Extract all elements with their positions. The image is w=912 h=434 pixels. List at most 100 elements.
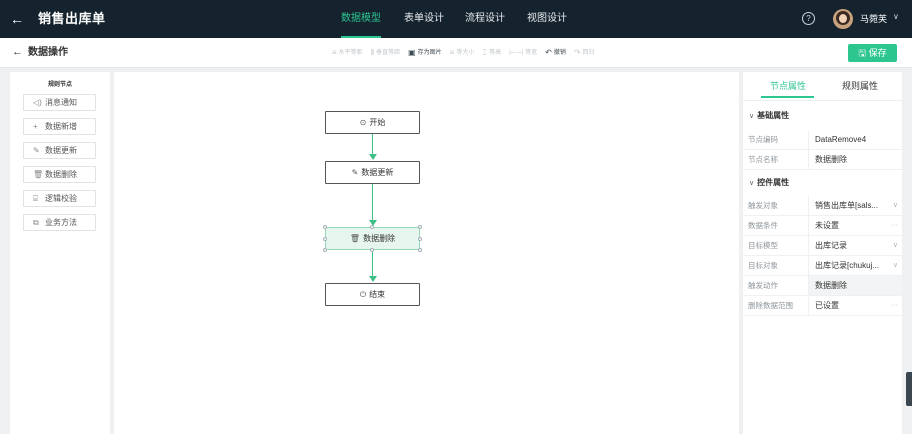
property-label: 目标模型 — [748, 241, 778, 250]
palette-item-message[interactable]: ◁)消息通知 — [23, 94, 96, 111]
toolbar-same-height[interactable]: ⌶等高 — [482, 48, 502, 57]
tab-rule-properties[interactable]: 规则属性 — [842, 81, 879, 91]
image-icon: ▣ — [408, 48, 416, 57]
toolbar-same-size[interactable]: ≡等大小 — [449, 48, 475, 57]
trigger-action-readonly: 数据删除 — [808, 276, 902, 295]
speaker-icon: ◁) — [33, 98, 42, 107]
arrow-down-icon — [369, 220, 377, 226]
resize-handle[interactable] — [418, 248, 422, 252]
property-row-node-code: 节点编码 DataRemove4 — [743, 130, 902, 150]
tab-node-properties[interactable]: 节点属性 — [770, 81, 807, 91]
chevron-down-icon[interactable]: ∨ — [892, 202, 898, 209]
resize-handle[interactable] — [418, 237, 422, 241]
more-icon[interactable]: ··· — [891, 222, 898, 229]
property-label: 节点编码 — [748, 135, 778, 144]
flow-node-start[interactable]: ⊙开始 — [325, 111, 420, 134]
back-arrow-icon[interactable]: ← — [12, 46, 23, 58]
toolbar-save-image[interactable]: ▣存为图片 — [408, 48, 442, 57]
property-label: 触发对象 — [748, 201, 778, 210]
user-name[interactable]: 马菀芙 — [860, 14, 888, 24]
property-row-data-condition: 数据条件 未设置 ··· — [743, 216, 902, 236]
tab-view-design[interactable]: 视图设计 — [527, 13, 567, 24]
user-avatar[interactable] — [833, 9, 853, 29]
arrow-down-icon — [369, 154, 377, 160]
resize-handle[interactable] — [370, 248, 374, 252]
toolbar-redo[interactable]: ↷回归 — [573, 48, 595, 57]
chevron-down-icon: ∨ — [749, 180, 755, 187]
section-control-properties[interactable]: ∨控件属性 — [749, 178, 790, 187]
arrow-down-icon — [369, 276, 377, 282]
side-drawer-handle[interactable] — [906, 372, 912, 406]
property-row-target-object: 目标对象 出库记录[chukuj... ∨ — [743, 256, 902, 276]
palette-item-logic-check[interactable]: ⌸逻辑校验 — [23, 190, 96, 207]
method-icon: ⧉ — [33, 218, 39, 227]
app-title: 销售出库单 — [38, 11, 106, 26]
flow-node-data-delete[interactable]: 🗑数据删除 — [325, 227, 420, 250]
chevron-down-icon[interactable]: ∨ — [892, 262, 898, 269]
tab-data-model[interactable]: 数据模型 — [341, 13, 381, 38]
divider — [743, 100, 902, 101]
node-code-field[interactable]: DataRemove4 — [808, 130, 902, 149]
property-row-node-name: 节点名称 数据删除 — [743, 150, 902, 170]
play-circle-icon: ⊙ — [359, 118, 367, 127]
trigger-object-select[interactable]: 销售出库单[sals... — [808, 196, 902, 215]
checklist-icon: ⌸ — [33, 194, 38, 203]
resize-handle[interactable] — [323, 237, 327, 241]
same-height-icon: ⌶ — [482, 48, 488, 57]
data-condition-field[interactable]: 未设置 — [808, 216, 902, 235]
flow-edge — [372, 252, 373, 277]
toolbar-horizontal-distribute[interactable]: ≡水平等距 — [332, 48, 363, 57]
resize-handle[interactable] — [323, 225, 327, 229]
plus-icon: + — [33, 122, 38, 131]
delete-scope-field[interactable]: 已设置 — [808, 296, 902, 315]
edit-icon: ✎ — [33, 146, 40, 155]
save-icon: 🖫 — [858, 48, 867, 58]
flow-canvas[interactable]: ⊙开始 ✎数据更新 🗑数据删除 ⏻结束 — [114, 72, 739, 434]
property-row-target-model: 目标模型 出库记录 ∨ — [743, 236, 902, 256]
palette-item-data-update[interactable]: ✎数据更新 — [23, 142, 96, 159]
redo-icon: ↷ — [573, 48, 581, 57]
property-label: 目标对象 — [748, 261, 778, 270]
page-title: 数据操作 — [28, 47, 68, 58]
property-label: 数据条件 — [748, 221, 778, 230]
align-horizontal-icon: ≡ — [332, 48, 337, 57]
flow-node-end[interactable]: ⏻结束 — [325, 283, 420, 306]
property-row-trigger-action: 触发动作 数据删除 — [743, 276, 902, 296]
save-button-label: 保存 — [868, 48, 887, 58]
resize-handle[interactable] — [370, 225, 374, 229]
sub-header-bar: ← 数据操作 ≡水平等距 ⫴垂直等距 ▣存为图片 ≡等大小 ⌶等高 ⊢⊣等宽 ↶… — [0, 38, 912, 68]
flow-edge — [372, 134, 373, 154]
help-icon[interactable]: ? — [802, 12, 815, 25]
section-basic-properties[interactable]: ∨基础属性 — [749, 111, 790, 120]
palette-title: 规则节点 — [47, 82, 72, 88]
same-width-icon: ⊢⊣ — [509, 48, 524, 57]
resize-handle[interactable] — [418, 225, 422, 229]
power-icon: ⏻ — [359, 290, 367, 299]
property-label: 删除数据范围 — [748, 301, 793, 310]
align-vertical-icon: ⫴ — [370, 48, 375, 57]
save-button[interactable]: 🖫 保存 — [848, 44, 897, 62]
tab-process-design[interactable]: 流程设计 — [465, 13, 505, 24]
property-row-trigger-object: 触发对象 销售出库单[sals... ∨ — [743, 196, 902, 216]
back-arrow-icon[interactable]: ← — [10, 11, 24, 27]
edit-icon: ✎ — [351, 168, 359, 177]
target-object-select[interactable]: 出库记录[chukuj... — [808, 256, 902, 275]
tab-form-design[interactable]: 表单设计 — [404, 13, 444, 24]
target-model-select[interactable]: 出库记录 — [808, 236, 902, 255]
chevron-down-icon[interactable]: ∨ — [892, 242, 898, 249]
chevron-down-icon[interactable]: ∨ — [893, 12, 899, 21]
toolbar-same-width[interactable]: ⊢⊣等宽 — [509, 48, 538, 57]
node-name-field[interactable]: 数据删除 — [808, 150, 902, 169]
resize-handle[interactable] — [323, 248, 327, 252]
flow-node-data-update[interactable]: ✎数据更新 — [325, 161, 420, 184]
toolbar-undo[interactable]: ↶撤销 — [545, 48, 566, 57]
properties-panel: 节点属性 规则属性 ∨基础属性 节点编码 DataRemove4 节点名称 数据… — [743, 72, 902, 434]
palette-item-data-delete[interactable]: 🗑数据删除 — [23, 166, 96, 183]
toolbar-vertical-distribute[interactable]: ⫴垂直等距 — [370, 48, 401, 57]
more-icon[interactable]: ··· — [891, 302, 898, 309]
trash-icon: 🗑 — [33, 170, 44, 179]
active-tab-indicator — [761, 96, 814, 98]
palette-item-data-add[interactable]: +数据新增 — [23, 118, 96, 135]
palette-item-business-method[interactable]: ⧉业务方法 — [23, 214, 96, 231]
trash-icon: 🗑 — [349, 234, 361, 243]
